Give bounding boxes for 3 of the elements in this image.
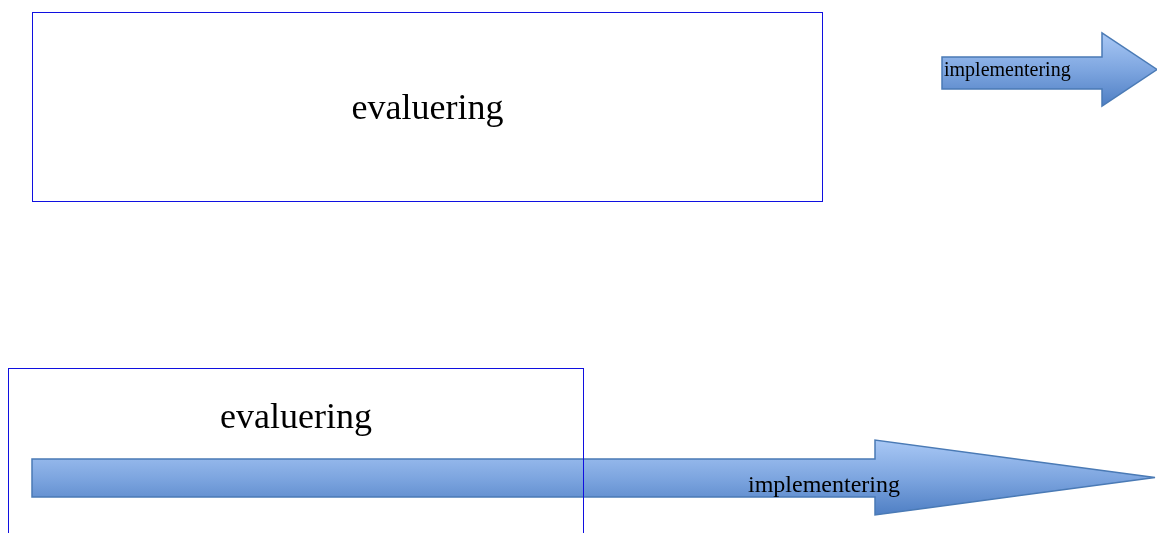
block-arrow: implementering [32, 440, 1155, 515]
process-box: evaluering [32, 12, 823, 202]
block-arrow: implementering [942, 33, 1157, 106]
